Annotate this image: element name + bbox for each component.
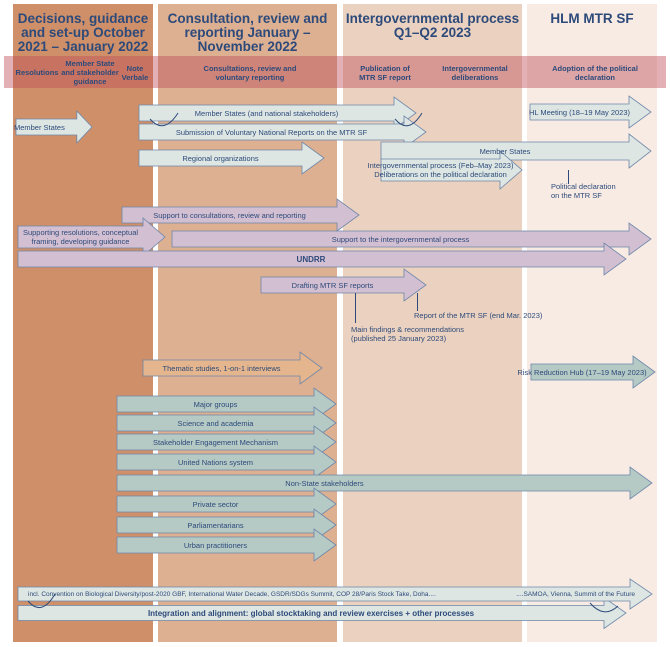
arrow-label-incl-right: ....SAMOA, Vienna, Summit of the Future [516,590,635,598]
arrow-label-member-states-ig: Member States [479,146,531,156]
arrow-label-support-ig: Support to the intergovernmental process [331,234,470,244]
loop-arrow-icon [27,593,56,609]
arrow-un-system [116,445,337,479]
milestone-label: Intergovernmental deliberations [442,64,508,82]
milestone-band [4,56,666,88]
arrow-integration [17,596,627,630]
arrow-supporting-res [17,217,166,257]
phase-title: HLM MTR SF [550,11,634,26]
phase-title: Intergovernmental process Q1–Q2 2023 [345,11,520,40]
arrow-label-thematic: Thematic studies, 1-on-1 interviews [162,363,281,373]
arrow-label-private: Private sector [192,499,239,509]
arrow-label-urban: Urban practitioners [183,540,248,550]
arrow-member-states-setup [15,109,93,145]
phase-title: Decisions, guidance and set-up October 2… [17,11,149,54]
arrow-label-integration: Integration and alignment: global stockt… [147,608,475,618]
arrow-urban [116,528,337,562]
arrow-label-support-consult: Support to consultations, review and rep… [153,210,306,220]
arrow-thematic [142,351,323,385]
arrow-science [116,406,337,440]
arrow-support-consult [121,198,360,232]
arrow-non-state [116,466,653,500]
arrow-label-hl-meeting: HL Meeting (18–19 May 2023) [528,107,631,117]
arrow-label-science: Science and academia [177,418,254,428]
arrow-major-groups [116,387,337,421]
milestone-label: Consultations, review and voluntary repo… [203,64,297,82]
arrow-rrh [530,355,656,389]
connector-line [568,170,569,184]
arrow-undrr [17,242,627,276]
arrow-support-ig [171,222,652,256]
arrow-label-ms-national: Member States (and national stakeholders… [194,108,339,118]
arrow-label-major-groups: Major groups [193,399,238,409]
arrow-hl-meeting [529,95,652,129]
milestone-label: Publication of MTR SF report [359,64,411,82]
arrow-label-supporting-res: Supporting resolutions, conceptual frami… [22,228,139,246]
note-report: Report of the MTR SF (end Mar. 2023) [414,311,543,320]
loop-arrow-icon [394,112,423,127]
arrow-label-regional: Regional organizations [182,153,259,163]
arrow-label-member-states-setup: Member States [13,122,65,132]
arrow-label-parliamentarians: Parliamentarians [187,520,244,530]
loop-arrow-icon [149,112,179,127]
arrow-label-vnr: Submission of Voluntary National Reports… [175,127,368,137]
milestone-label: Resolutions [15,68,59,77]
arrow-ig-process [380,150,523,190]
arrow-label-non-state: Non-State stakeholders [285,478,364,488]
arrow-label-incl-left: incl. Convention on Biological Diversity… [28,590,436,598]
arrow-incl-left [17,578,653,610]
arrow-sem [116,425,337,459]
phase-setup: Decisions, guidance and set-up October 2… [13,4,153,642]
connector-line [417,293,418,311]
loop-arrow-icon [589,602,619,613]
arrow-label-ig-process: Intergovernmental process (Feb–May 2023)… [367,161,514,179]
milestone-label: Note Verbale [121,64,149,82]
arrow-label-rrh: Risk Reduction Hub (17–19 May 2023) [517,367,647,377]
arrow-vnr [138,115,427,149]
arrow-private [116,487,337,521]
phase-title: Consultation, review and reporting Janua… [167,11,328,54]
milestone-label: Adoption of the political declaration [552,64,638,82]
arrow-regional [138,141,325,175]
arrow-label-drafting: Drafting MTR SF reports [291,280,374,290]
note-political-declaration: Political declaration on the MTR SF [551,182,616,200]
note-main-findings: Main findings & recommendations (publish… [351,325,464,343]
arrow-label-un-system: United Nations system [177,457,254,467]
arrow-parliamentarians [116,508,337,542]
connector-line [355,293,356,323]
arrow-label-undrr: UNDRR [296,254,326,264]
arrow-drafting [260,268,427,302]
arrow-label-sem: Stakeholder Engagement Mechanism [152,437,279,447]
milestone-label: Member State and stakeholder guidance [61,59,119,86]
